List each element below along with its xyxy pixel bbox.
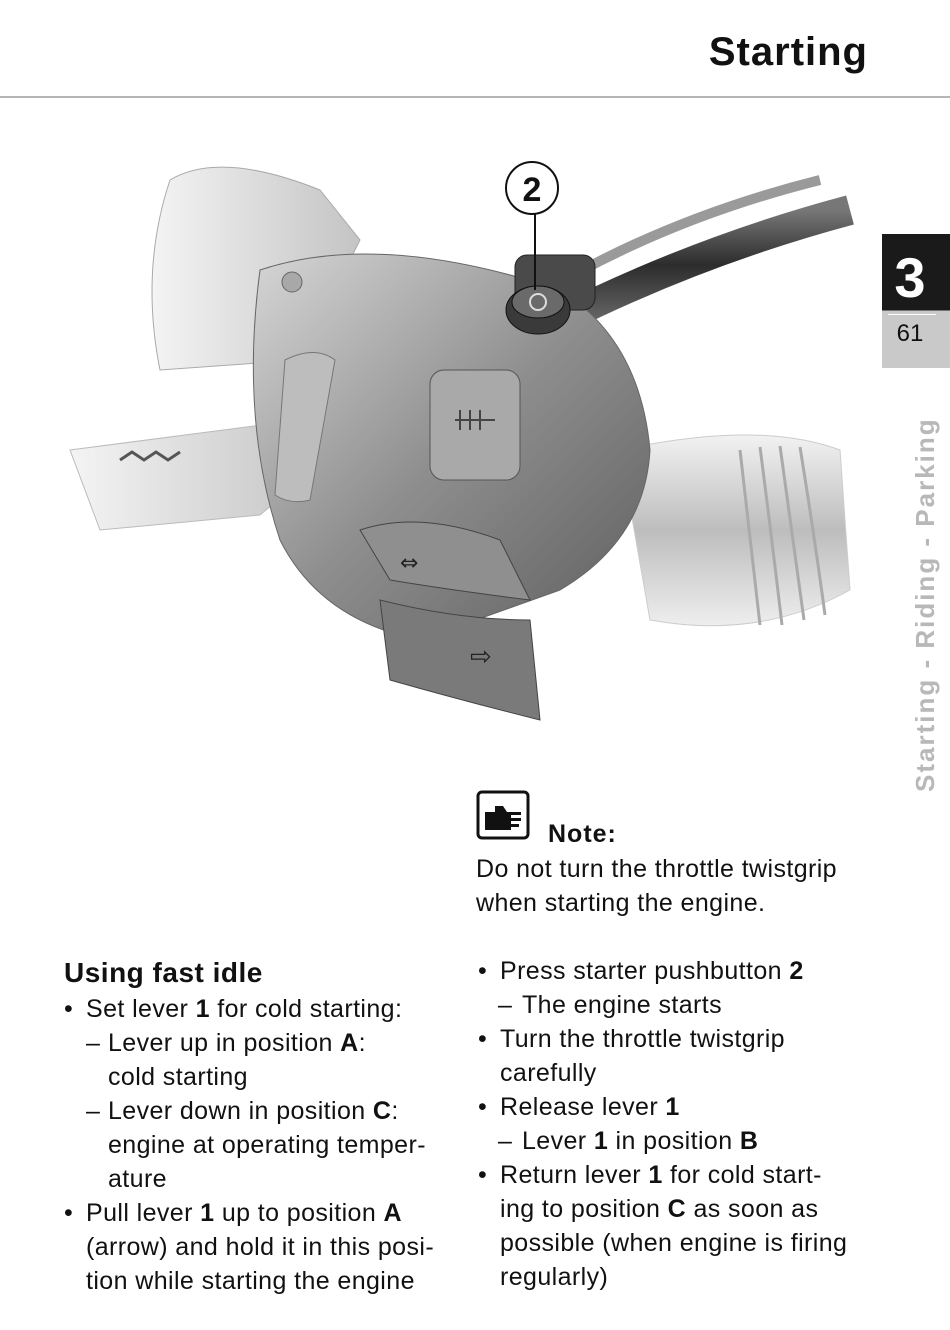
sub-list-item: –Lever 1 in position B: [498, 1127, 759, 1155]
pointing-hand-icon: [476, 790, 530, 840]
hazard-switch: [359, 521, 531, 601]
chapter-divider: [888, 314, 936, 315]
right-column: •Press starter pushbutton 2 –The engine …: [476, 954, 876, 1294]
lever-teeth: [119, 450, 181, 462]
handlebar-switch-illustration: ⇔ ⇨ 2: [69, 161, 854, 721]
section-heading: Using fast idle: [64, 957, 263, 988]
svg-text:⇨: ⇨: [470, 642, 492, 672]
list-item: •Set lever 1 for cold starting:: [64, 995, 403, 1023]
list-item: •Pull lever 1 up to position A(arrow) an…: [64, 1199, 435, 1295]
chapter-tab: [882, 234, 950, 368]
side-chapter-title: Starting - Riding - Parking: [910, 417, 940, 792]
cable: [553, 195, 854, 334]
callout-label: 2: [523, 171, 542, 209]
chapter-number: 3: [894, 246, 926, 309]
callout-circle: [505, 161, 559, 215]
header-divider: [0, 96, 950, 98]
sub-list-item: –The engine starts: [498, 991, 722, 1019]
note-text: Do not turn the throttle twistgrip when …: [476, 855, 837, 917]
grip-heater-button: [429, 369, 521, 481]
note-label: Note:: [548, 820, 617, 848]
handlebar-grip: [619, 434, 851, 627]
sub-list-item: –Lever down in position C:engine at oper…: [86, 1097, 426, 1193]
left-column: Using fast idle •Set lever 1 for cold st…: [62, 954, 462, 1298]
sub-list-item: –Lever up in position A:cold starting: [86, 1029, 366, 1091]
fast-idle-lever: [274, 352, 336, 503]
list-item: •Press starter pushbutton 2: [478, 957, 804, 985]
svg-text:⇔: ⇔: [400, 551, 418, 576]
page-title: Starting: [708, 30, 868, 74]
page-number: 61: [896, 320, 924, 347]
list-item: •Release lever 1: [478, 1093, 680, 1121]
list-item: •Return lever 1 for cold start-ing to po…: [478, 1161, 848, 1291]
turn-signal-switch: [379, 599, 541, 721]
